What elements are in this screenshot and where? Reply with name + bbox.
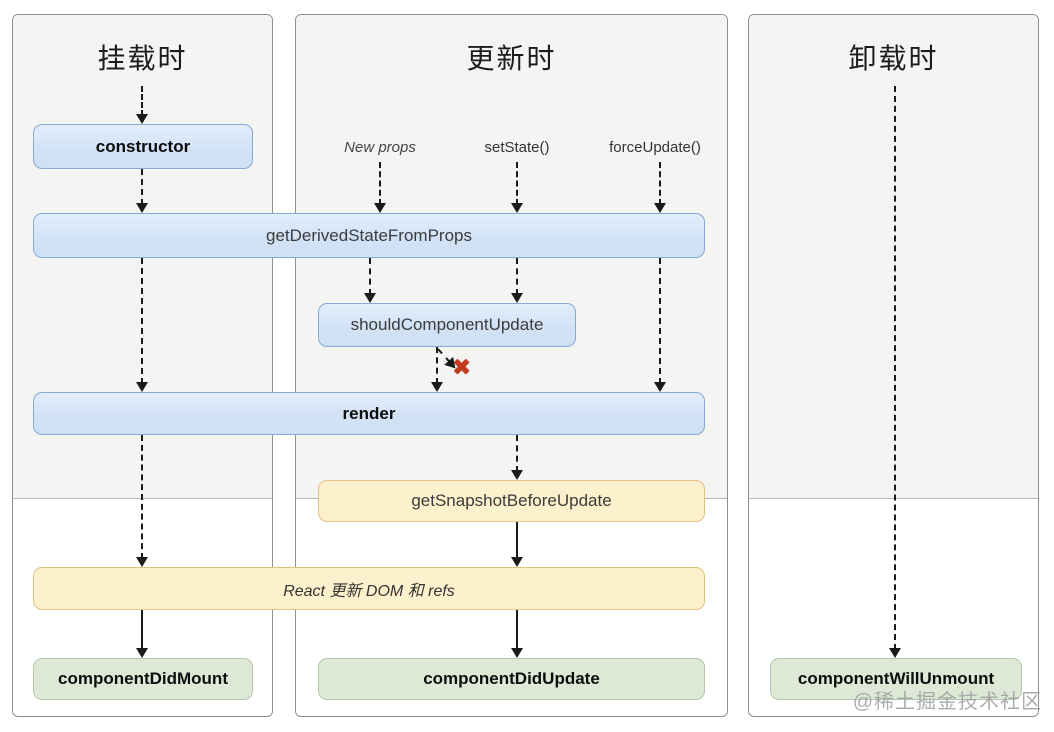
node-render: render	[33, 392, 705, 435]
arrow-constructor-to-getderived	[136, 169, 148, 213]
cancel-cross-icon: ✖	[452, 354, 472, 380]
node-constructor: constructor	[33, 124, 253, 169]
arrow-getsnapshot-to-reactupdates	[511, 522, 523, 567]
arrow-unmount-title-to-willunmount	[889, 86, 901, 658]
panel-updating-title: 更新时	[466, 43, 557, 74]
arrow-newprops-to-getderived	[374, 162, 386, 213]
arrow-getderived-to-render-mount	[136, 258, 148, 392]
node-should-component-update: shouldComponentUpdate	[318, 303, 576, 347]
panel-unmounting-title: 卸载时	[848, 43, 939, 74]
node-get-snapshot-before-update: getSnapshotBeforeUpdate	[318, 480, 705, 522]
arrow-setstate-to-getderived	[511, 162, 523, 213]
node-component-did-update: componentDidUpdate	[318, 658, 705, 700]
arrow-getderived-to-shouldupdate-right	[511, 258, 523, 303]
node-component-did-mount: componentDidMount	[33, 658, 253, 700]
arrow-shouldupdate-to-render	[431, 347, 443, 392]
arrow-render-to-getsnapshot	[511, 435, 523, 480]
panel-mounting-title: 挂载时	[97, 43, 188, 74]
arrow-mount-title-to-constructor	[136, 86, 148, 124]
node-react-updates-dom: React 更新 DOM 和 refs	[33, 567, 705, 610]
label-new-props: New props	[344, 139, 416, 156]
arrow-getderived-to-shouldupdate-left	[364, 258, 376, 303]
arrow-reactupdates-to-didmount	[136, 610, 148, 658]
label-set-state: setState()	[484, 139, 550, 156]
label-force-update: forceUpdate()	[609, 139, 701, 156]
arrow-forceupdate-to-render	[654, 258, 666, 392]
arrow-reactupdates-to-didupdate	[511, 610, 523, 658]
node-component-will-unmount: componentWillUnmount	[770, 658, 1022, 700]
node-get-derived-state-from-props: getDerivedStateFromProps	[33, 213, 705, 258]
watermark: @稀土掘金技术社区	[852, 691, 1042, 713]
arrow-render-to-reactupdates-mount	[136, 435, 148, 567]
arrow-forceupdate-to-getderived	[654, 162, 666, 213]
